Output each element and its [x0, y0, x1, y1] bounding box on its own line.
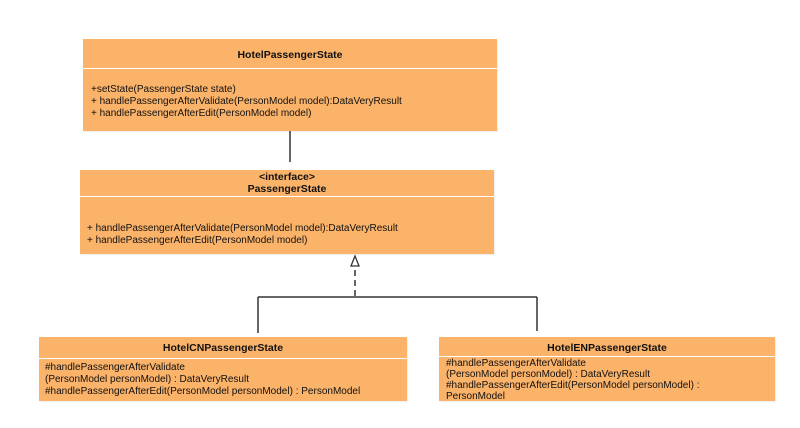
class-methods: #handlePassengerAfterValidate (PersonMod… — [39, 359, 407, 398]
class-hotel-en-passenger-state[interactable]: HotelENPassengerState #handlePassengerAf… — [439, 337, 775, 402]
method: + handlePassengerAfterEdit(PersonModel m… — [91, 108, 312, 119]
method: PersonModel — [446, 391, 505, 402]
class-name: HotelENPassengerState — [547, 342, 667, 354]
interface-passenger-state[interactable]: <interface> PassengerState + handlePasse… — [80, 170, 494, 254]
class-header: HotelPassengerState — [83, 39, 497, 69]
stereotype-label: <interface> — [258, 171, 316, 183]
class-methods: + handlePassengerAfterValidate(PersonMod… — [80, 197, 494, 247]
method: #handlePassengerAfterEdit(PersonModel pe… — [45, 386, 361, 397]
method: (PersonModel personModel) : DataVeryResu… — [45, 374, 249, 385]
class-header: HotelCNPassengerState — [39, 337, 407, 359]
method: (PersonModel personModel) : DataVeryResu… — [446, 369, 650, 380]
class-hotel-passenger-state[interactable]: HotelPassengerState +setState(PassengerS… — [83, 39, 497, 131]
method: #handlePassengerAfterValidate — [446, 358, 586, 369]
class-methods: #handlePassengerAfterValidate (PersonMod… — [439, 357, 775, 402]
method: + handlePassengerAfterValidate(PersonMod… — [87, 223, 398, 234]
class-name: HotelCNPassengerState — [162, 342, 284, 354]
class-header: HotelENPassengerState — [439, 337, 775, 357]
class-methods: +setState(PassengerState state) + handle… — [83, 69, 497, 120]
method: #handlePassengerAfterEdit(PersonModel pe… — [446, 380, 700, 391]
method: + handlePassengerAfterEdit(PersonModel m… — [87, 235, 308, 246]
class-name: PassengerState — [247, 183, 327, 195]
method: +setState(PassengerState state) — [91, 84, 236, 95]
method: #handlePassengerAfterValidate — [45, 362, 185, 373]
class-name: HotelPassengerState — [237, 49, 343, 61]
class-header: <interface> PassengerState — [80, 170, 494, 197]
realization-arrowhead-icon — [350, 254, 360, 267]
method: + handlePassengerAfterValidate(PersonMod… — [91, 96, 402, 107]
class-hotel-cn-passenger-state[interactable]: HotelCNPassengerState #handlePassengerAf… — [39, 337, 407, 401]
